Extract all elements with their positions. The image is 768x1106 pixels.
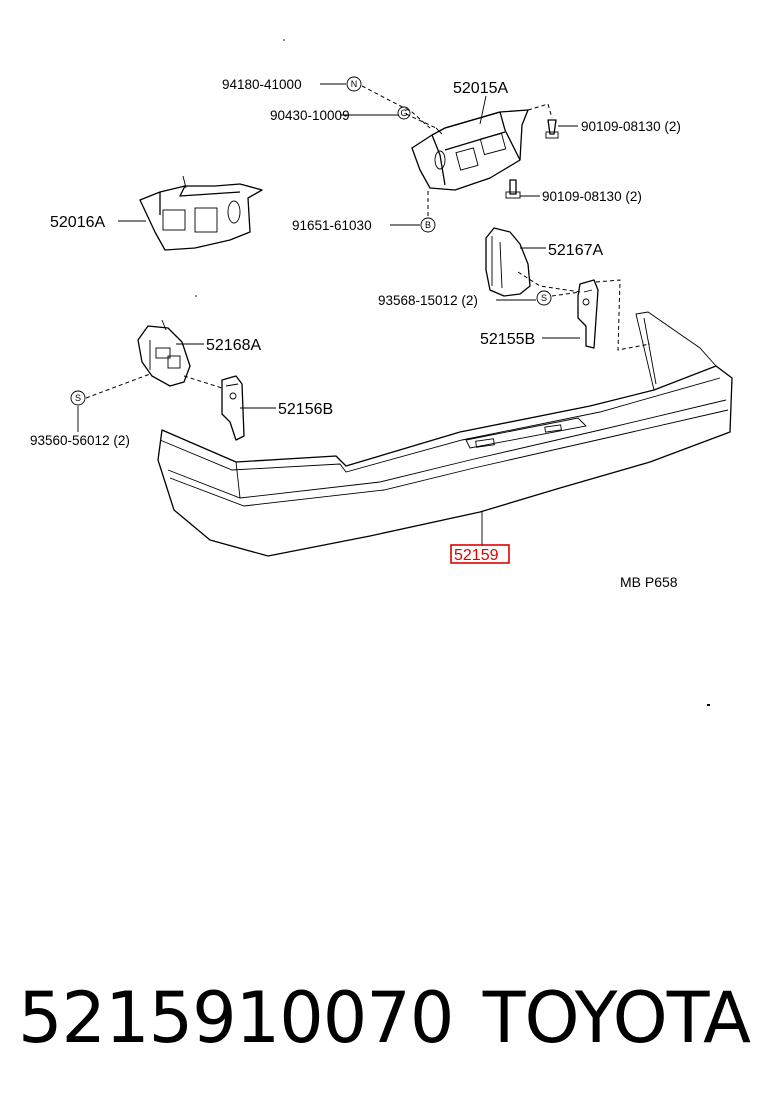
dash-52167-to-52155: [517, 271, 581, 293]
label-52016a: 52016A: [50, 214, 105, 231]
bracket-52168a: [137, 319, 191, 387]
label-93560: 93560-56012 (2): [30, 433, 130, 448]
symbol-b: B: [420, 217, 436, 233]
leader-52015a: [479, 95, 487, 125]
bracket-52016a: [139, 175, 263, 251]
label-52156b: 52156B: [278, 401, 333, 418]
bolt-90109-top: [545, 119, 559, 139]
svg-text:G: G: [400, 108, 407, 118]
speck: [195, 295, 197, 297]
footer: 5215910070 TOYOTA: [0, 968, 768, 1078]
svg-text:S: S: [541, 293, 547, 303]
speck-lower: [707, 704, 710, 706]
label-90109-top: 90109-08130 (2): [581, 119, 681, 134]
parts-diagram: N G B S S 94180-41000 90430-10009 52015A…: [30, 39, 733, 590]
label-90430: 90430-10009: [270, 108, 350, 123]
dash-top-right: [527, 103, 553, 119]
bracket-52167a: [485, 227, 531, 297]
brand-name: TOYOTA: [482, 977, 751, 1059]
bolt-90109-mid: [505, 179, 521, 199]
label-91651: 91651-61030: [292, 218, 372, 233]
dash-52155-to-bumper: [595, 279, 651, 351]
dash-s-left: [85, 373, 151, 399]
symbol-s-left: S: [70, 390, 86, 406]
label-52015a: 52015A: [453, 80, 508, 97]
svg-text:B: B: [425, 220, 431, 230]
bracket-52015a: [411, 109, 529, 191]
part-number: 5215910070: [18, 977, 454, 1059]
dash-n-to-bracket: [361, 85, 431, 129]
label-52155b: 52155B: [480, 331, 535, 348]
symbol-s-right: S: [536, 290, 552, 306]
dash-s-right: [551, 291, 581, 297]
label-52168a: 52168A: [206, 337, 261, 354]
symbol-n: N: [346, 76, 362, 92]
highlight-box-52159: [450, 544, 510, 564]
bumper-cover-52159: [157, 311, 733, 557]
label-52167a: 52167A: [548, 242, 603, 259]
label-90109-mid: 90109-08130 (2): [542, 189, 642, 204]
label-94180: 94180-41000: [222, 77, 302, 92]
dash-g-to-bracket: [405, 113, 437, 129]
dash-52168-to-52156: [183, 375, 223, 389]
reference-code: MB P658: [620, 574, 678, 590]
symbol-g: G: [397, 106, 411, 120]
svg-text:S: S: [75, 393, 81, 403]
bracket-52156b: [221, 375, 245, 441]
label-52159[interactable]: 52159: [454, 547, 499, 564]
bracket-52155b: [577, 279, 599, 349]
speck: [283, 39, 285, 41]
svg-text:N: N: [351, 79, 358, 89]
label-93568: 93568-15012 (2): [378, 293, 478, 308]
